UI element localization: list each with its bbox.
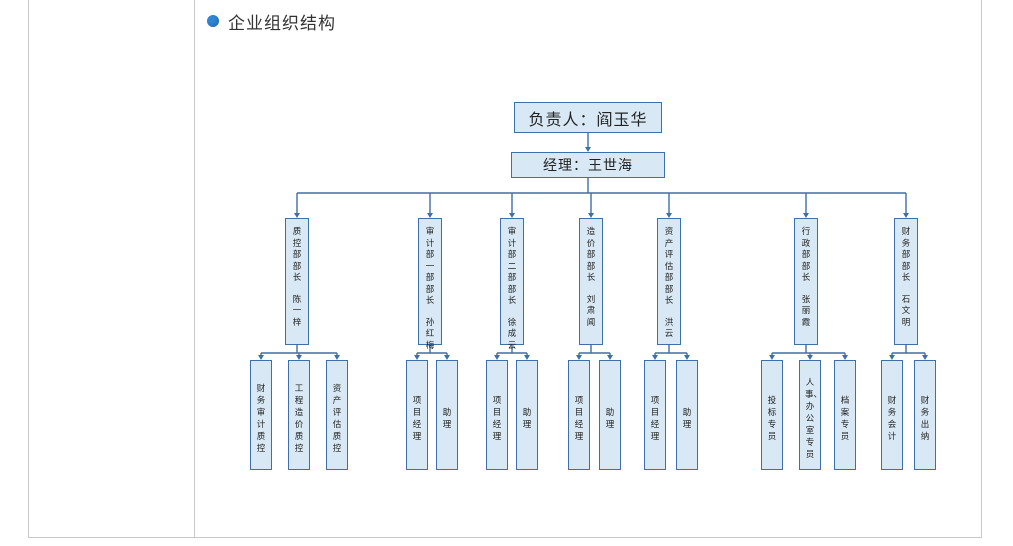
sub-role-box: 工程造价质控 bbox=[288, 360, 310, 470]
sub-role-box-text: 财务会计 bbox=[887, 396, 897, 442]
sub-arrow bbox=[769, 355, 775, 360]
sub-role-box: 助理 bbox=[436, 360, 458, 470]
department-title: 审计部一部部长 bbox=[425, 227, 435, 306]
department-head-name: 刘肃闻 bbox=[586, 294, 596, 328]
section-heading-text: 企业组织结构 bbox=[228, 13, 336, 34]
sub-role-box: 资产评估质控 bbox=[326, 360, 348, 470]
table-left-border bbox=[28, 0, 29, 538]
department-head-name: 孙红梅 bbox=[425, 317, 435, 351]
sub-role-box: 助理 bbox=[599, 360, 621, 470]
sub-role-box: 财务审计质控 bbox=[250, 360, 272, 470]
department-title: 审计部二部部长 bbox=[507, 227, 517, 306]
table-bottom-border bbox=[28, 537, 982, 538]
sub-role-box-text: 项目经理 bbox=[492, 396, 502, 442]
department-head-name: 石文明 bbox=[901, 294, 911, 328]
department-arrow bbox=[427, 213, 433, 218]
sub-arrow bbox=[494, 355, 500, 360]
org-manager-box: 经理：王世海 bbox=[511, 152, 665, 178]
department-arrow bbox=[903, 213, 909, 218]
sub-arrow bbox=[607, 355, 613, 360]
sub-arrow bbox=[842, 355, 848, 360]
department-arrow bbox=[509, 213, 515, 218]
sub-arrow bbox=[334, 355, 340, 360]
sub-arrow bbox=[444, 355, 450, 360]
department-head-name: 张丽霞 bbox=[801, 294, 811, 328]
sub-arrow bbox=[524, 355, 530, 360]
department-box: 造价部部长刘肃闻 bbox=[579, 218, 603, 345]
sub-role-box-text: 助理 bbox=[442, 408, 452, 430]
department-title: 财务部部长 bbox=[901, 227, 911, 283]
sub-role-box-text: 助理 bbox=[682, 408, 692, 430]
sub-role-box: 助理 bbox=[676, 360, 698, 470]
sub-role-box-text: 资产评估质控 bbox=[332, 384, 342, 454]
sub-role-box-text: 财务出纳 bbox=[920, 396, 930, 442]
department-arrow bbox=[803, 213, 809, 218]
department-box: 行政部部长张丽霞 bbox=[794, 218, 818, 345]
department-arrow bbox=[588, 213, 594, 218]
sub-role-box-text: 投标专员 bbox=[767, 396, 777, 442]
sub-role-box: 项目经理 bbox=[568, 360, 590, 470]
sub-role-box: 助理 bbox=[516, 360, 538, 470]
sub-role-box: 财务会计 bbox=[881, 360, 903, 470]
sub-role-box: 档案专员 bbox=[834, 360, 856, 470]
table-right-border bbox=[981, 0, 982, 538]
sub-role-box-text: 项目经理 bbox=[574, 396, 584, 442]
sub-arrow bbox=[296, 355, 302, 360]
department-box: 资产评估部部长洪云 bbox=[657, 218, 681, 345]
department-head-name: 徐成云 bbox=[507, 317, 517, 351]
sub-arrow bbox=[652, 355, 658, 360]
department-title: 资产评估部部长 bbox=[664, 227, 674, 306]
sub-role-box: 人事、办公室专员 bbox=[799, 360, 823, 470]
sub-role-box-text: 人事、办公室专员 bbox=[805, 378, 823, 460]
sub-role-box: 财务出纳 bbox=[914, 360, 936, 470]
org-head-box: 负责人：阎玉华 bbox=[514, 102, 662, 133]
section-heading: 企业组织结构 bbox=[207, 10, 336, 34]
sub-role-box-text: 助理 bbox=[605, 408, 615, 430]
sub-arrow bbox=[889, 355, 895, 360]
head-to-manager-arrow bbox=[585, 147, 591, 152]
sub-arrow bbox=[684, 355, 690, 360]
sub-arrow bbox=[414, 355, 420, 360]
department-box: 质控部部长陈一梓 bbox=[285, 218, 309, 345]
sub-role-box-text: 档案专员 bbox=[840, 396, 850, 442]
sub-arrow bbox=[922, 355, 928, 360]
department-head-name: 陈一梓 bbox=[292, 294, 302, 328]
sub-role-box-text: 工程造价质控 bbox=[294, 384, 304, 454]
sub-role-box: 投标专员 bbox=[761, 360, 783, 470]
sub-role-box: 项目经理 bbox=[644, 360, 666, 470]
sub-arrow bbox=[258, 355, 264, 360]
sub-arrow bbox=[576, 355, 582, 360]
table-column-divider bbox=[194, 0, 195, 538]
sub-role-box: 项目经理 bbox=[406, 360, 428, 470]
sub-role-box-text: 项目经理 bbox=[412, 396, 422, 442]
department-title: 行政部部长 bbox=[801, 227, 811, 283]
department-arrow bbox=[666, 213, 672, 218]
department-title: 造价部部长 bbox=[586, 227, 596, 283]
sub-role-box-text: 项目经理 bbox=[650, 396, 660, 442]
sub-arrow bbox=[807, 355, 813, 360]
bullet-dot-icon bbox=[207, 15, 219, 27]
sub-role-box: 项目经理 bbox=[486, 360, 508, 470]
department-box: 财务部部长石文明 bbox=[894, 218, 918, 345]
department-box: 审计部二部部长徐成云 bbox=[500, 218, 524, 351]
department-arrow bbox=[294, 213, 300, 218]
sub-role-box-text: 助理 bbox=[522, 408, 532, 430]
department-box: 审计部一部部长孙红梅 bbox=[418, 218, 442, 351]
department-head-name: 洪云 bbox=[664, 317, 674, 340]
sub-role-box-text: 财务审计质控 bbox=[256, 384, 266, 454]
department-title: 质控部部长 bbox=[292, 227, 302, 283]
